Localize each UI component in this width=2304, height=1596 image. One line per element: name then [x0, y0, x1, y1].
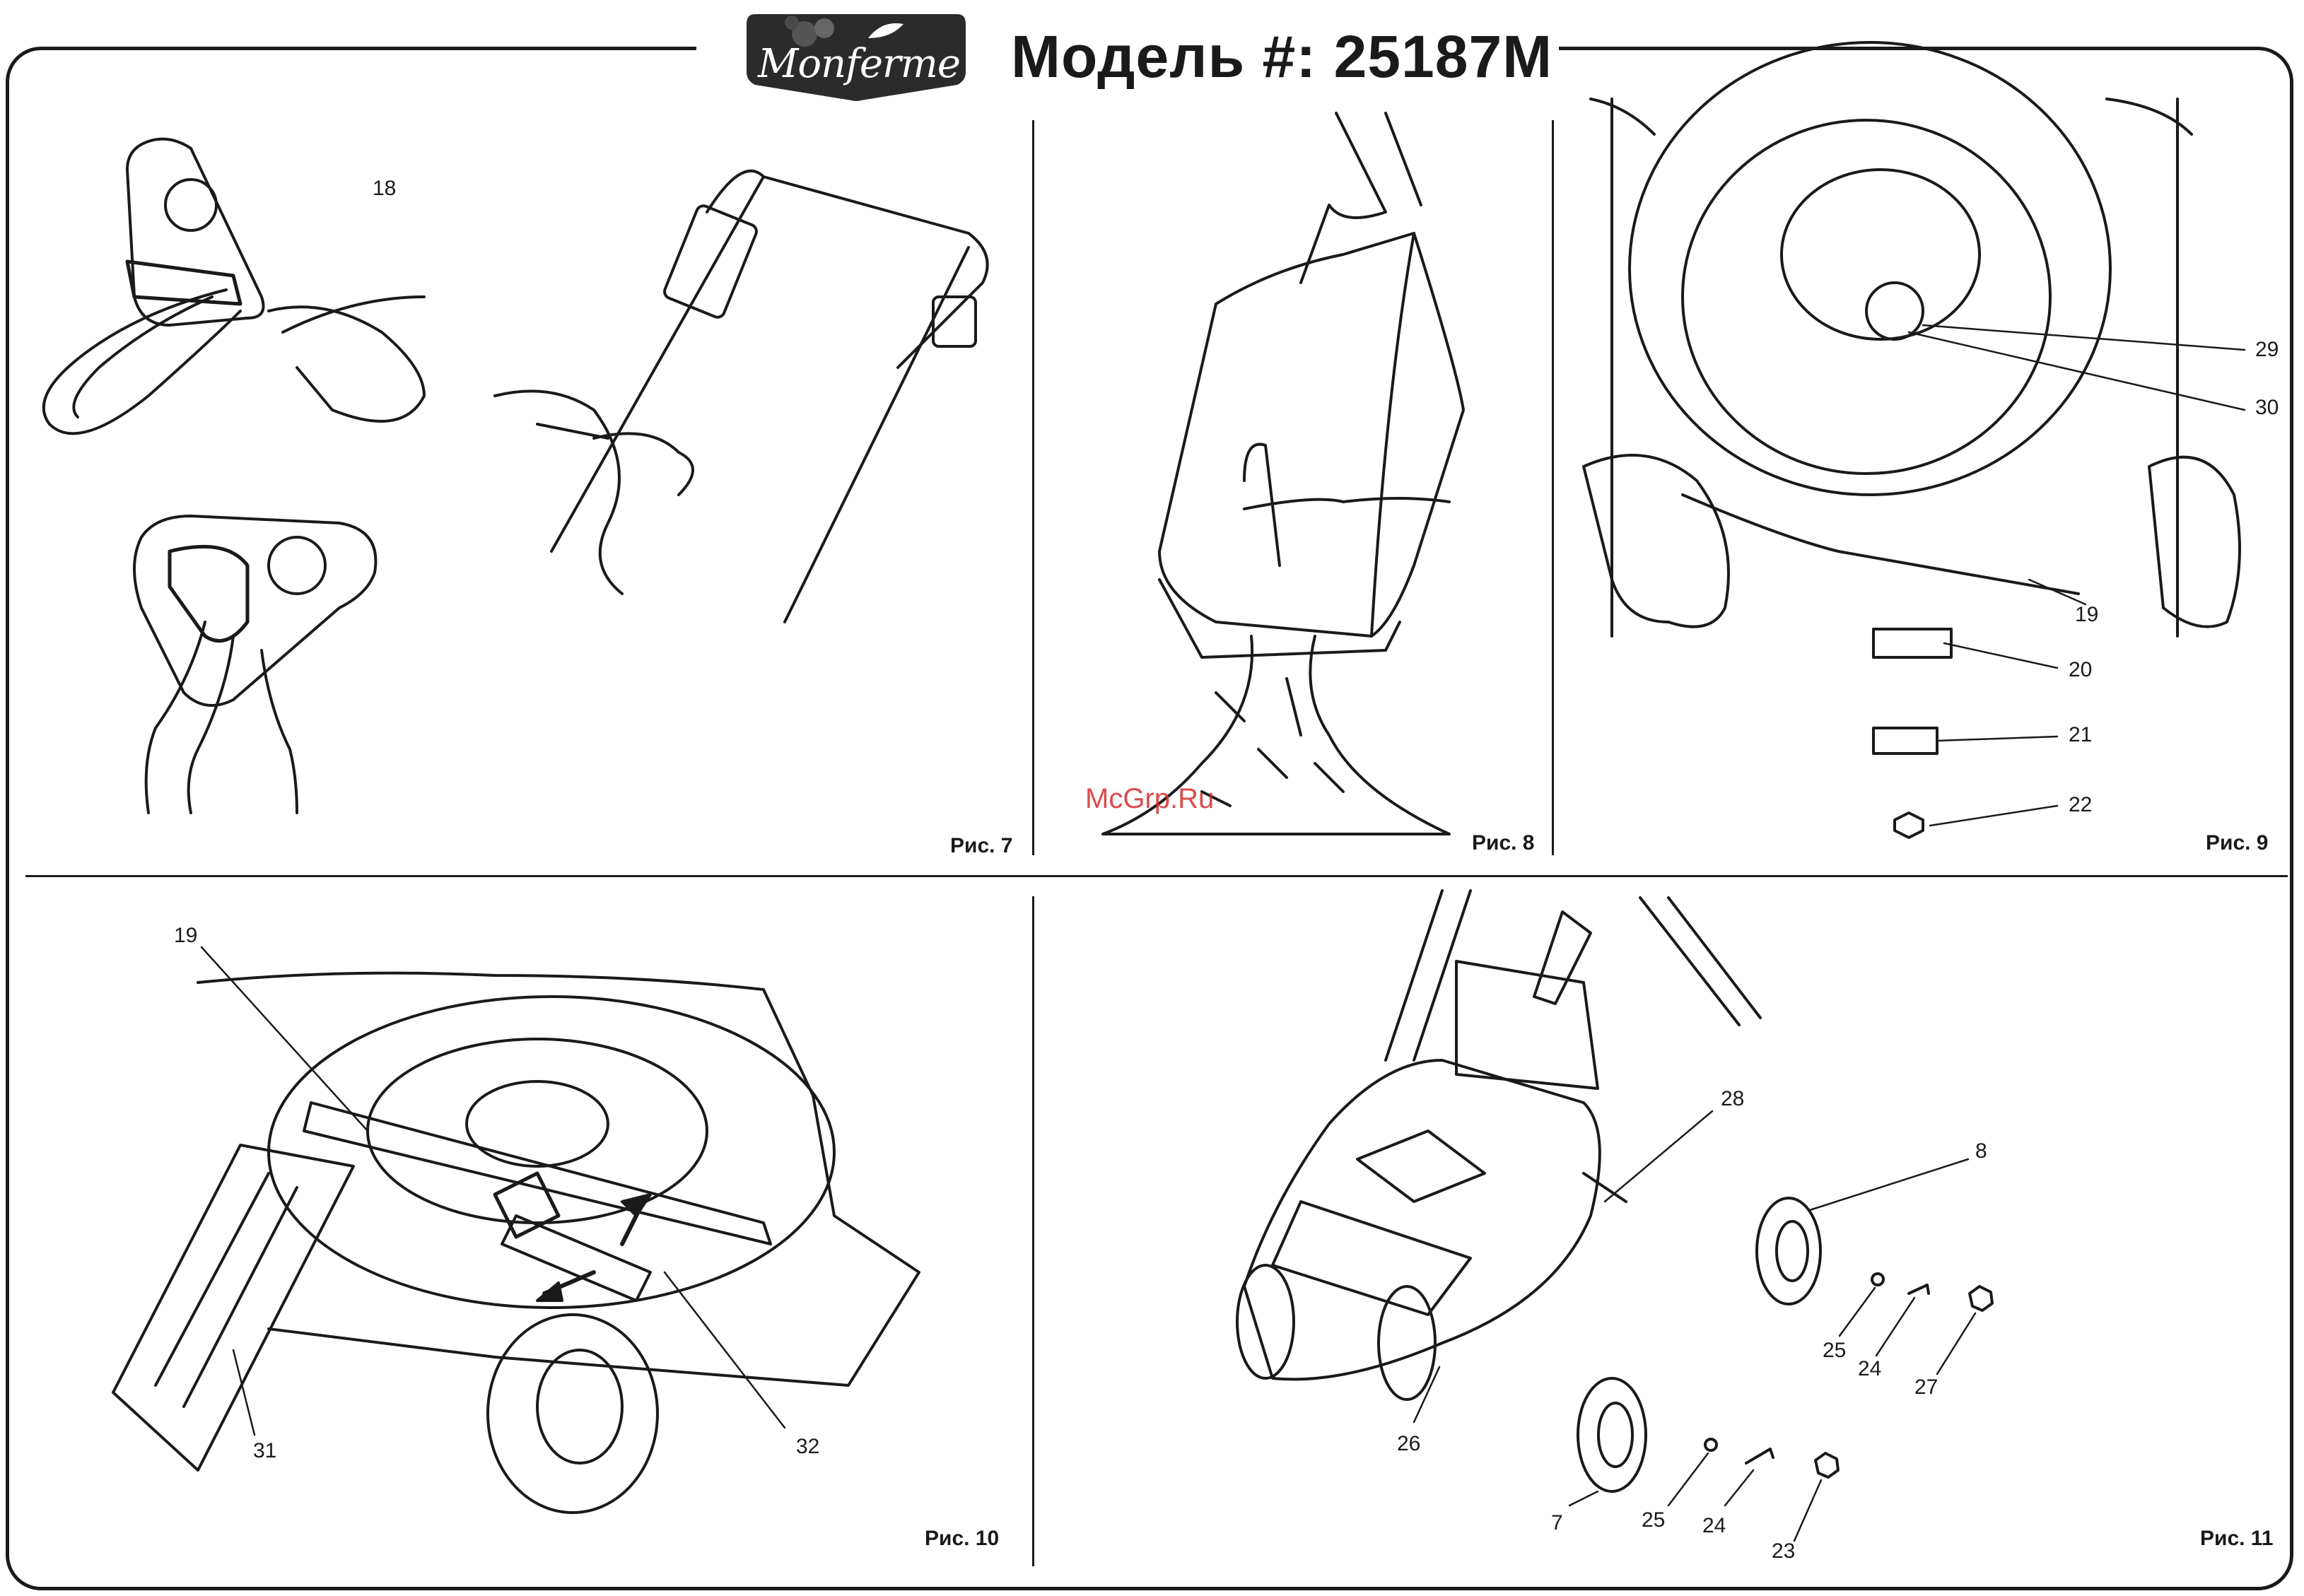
- fig11-callout-25: 25: [1823, 1339, 1846, 1363]
- fig11-callout-24b: 24: [1702, 1514, 1726, 1538]
- fig11-callout-26: 26: [1397, 1432, 1420, 1456]
- fig8-grass-catcher-drawing: [1103, 113, 1463, 834]
- fig7-label: Рис. 7: [950, 834, 1013, 858]
- fig9-callout-30: 30: [2255, 396, 2279, 420]
- fig9-leader-lines: [1909, 325, 2245, 826]
- fig10-callout-19: 19: [174, 924, 197, 948]
- fig10-callout-31: 31: [253, 1439, 276, 1463]
- fig10-callout-32: 32: [796, 1435, 819, 1459]
- fig10-label: Рис. 10: [925, 1527, 999, 1551]
- fig9-callout-19: 19: [2075, 603, 2098, 627]
- fig9-label: Рис. 9: [2206, 831, 2269, 855]
- fig11-callout-23: 23: [1772, 1539, 1795, 1563]
- fig11-callout-25b: 25: [1642, 1508, 1665, 1532]
- fig11-callout-7: 7: [1551, 1511, 1563, 1535]
- fig10-blade-removal-drawing: [113, 973, 919, 1513]
- fig9-callout-29: 29: [2255, 338, 2279, 362]
- fig11-callout-24: 24: [1858, 1357, 1881, 1381]
- fig11-callout-8: 8: [1975, 1139, 1987, 1163]
- fig11-leader-lines: [1414, 1111, 1975, 1541]
- fig9-deck-underside-drawing: [1584, 42, 2240, 838]
- watermark-text: McGrp.Ru: [1085, 783, 1214, 815]
- fig9-callout-20: 20: [2069, 658, 2092, 682]
- fig8-label: Рис. 8: [1472, 831, 1535, 855]
- fig11-wheel-assembly-drawing: [1237, 891, 1992, 1491]
- fig11-callout-28: 28: [1721, 1087, 1744, 1111]
- fig7-callout-18: 18: [373, 177, 396, 201]
- fig9-callout-22: 22: [2069, 793, 2092, 817]
- fig9-callout-21: 21: [2069, 723, 2092, 747]
- fig11-callout-27: 27: [1914, 1375, 1938, 1400]
- fig11-label: Рис. 11: [2200, 1527, 2274, 1551]
- fig7-cord-retainer-drawing: [44, 139, 988, 813]
